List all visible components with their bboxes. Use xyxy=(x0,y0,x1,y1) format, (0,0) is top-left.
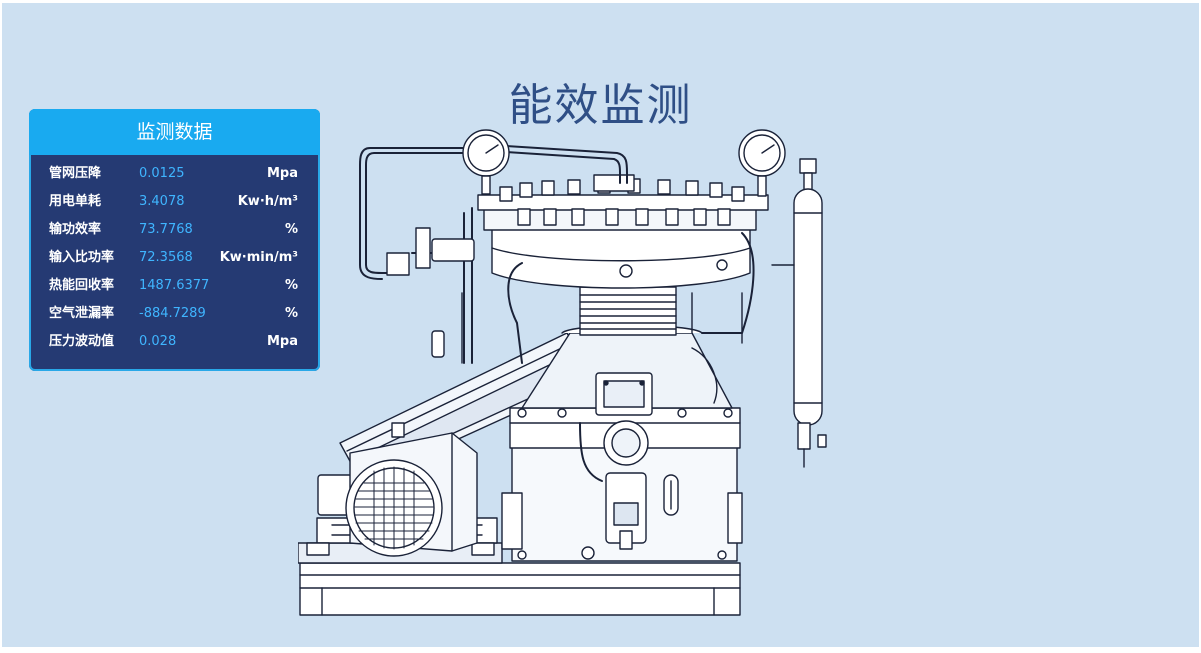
compressor-machine-illustration xyxy=(298,129,827,616)
row-unit: % xyxy=(284,306,298,321)
monitoring-data-panel: 监测数据 管网压降 0.0125 Mpa 用电单耗 3.4078 Kw·h/m³… xyxy=(29,109,320,371)
data-row-transmission-efficiency: 输功效率 73.7768 % xyxy=(29,216,320,244)
crankcase xyxy=(501,407,743,562)
electric-motor xyxy=(317,422,478,557)
row-value: 73.7768 xyxy=(139,222,193,237)
row-value: 72.3568 xyxy=(139,250,193,265)
row-value: -884.7289 xyxy=(139,306,206,321)
panel-title: 监测数据 xyxy=(29,109,320,155)
bellows xyxy=(579,286,677,336)
energy-monitor-page: 能效监测 监测数据 管网压降 0.0125 Mpa 用电单耗 3.4078 Kw… xyxy=(2,3,1199,647)
row-unit: Kw·min/m³ xyxy=(219,250,298,265)
row-label: 热能回收率 xyxy=(49,278,115,293)
separator-vessel xyxy=(771,158,827,468)
row-label: 用电单耗 xyxy=(49,194,102,209)
row-unit: Mpa xyxy=(266,334,298,349)
row-unit: % xyxy=(284,278,298,293)
row-label: 压力波动值 xyxy=(49,334,115,349)
data-row-air-leakage: 空气泄漏率 -884.7289 % xyxy=(29,300,320,328)
row-value: 0.028 xyxy=(139,334,177,349)
row-label: 输入比功率 xyxy=(49,250,115,265)
support-legs xyxy=(461,292,743,364)
row-unit: % xyxy=(284,222,298,237)
page-title: 能效监测 xyxy=(508,80,693,132)
monitoring-data-list: 管网压降 0.0125 Mpa 用电单耗 3.4078 Kw·h/m³ 输功效率… xyxy=(29,155,320,356)
data-row-power-consumption: 用电单耗 3.4078 Kw·h/m³ xyxy=(29,188,320,216)
valve-cluster xyxy=(386,227,475,358)
data-row-pipe-pressure-drop: 管网压降 0.0125 Mpa xyxy=(29,160,320,188)
data-row-pressure-fluctuation: 压力波动值 0.028 Mpa xyxy=(29,328,320,356)
row-label: 管网压降 xyxy=(49,166,102,181)
row-label: 空气泄漏率 xyxy=(49,306,115,321)
data-row-specific-power: 输入比功率 72.3568 Kw·min/m³ xyxy=(29,244,320,272)
pressure-gauge-left xyxy=(462,129,510,195)
row-label: 输功效率 xyxy=(49,222,102,237)
pressure-gauge-right xyxy=(738,129,786,197)
row-value: 0.0125 xyxy=(139,166,185,181)
row-unit: Mpa xyxy=(266,166,298,181)
row-unit: Kw·h/m³ xyxy=(237,194,298,209)
data-row-heat-recovery: 热能回收率 1487.6377 % xyxy=(29,272,320,300)
row-value: 1487.6377 xyxy=(139,278,210,293)
cylinder-head xyxy=(477,174,769,289)
row-value: 3.4078 xyxy=(139,194,185,209)
